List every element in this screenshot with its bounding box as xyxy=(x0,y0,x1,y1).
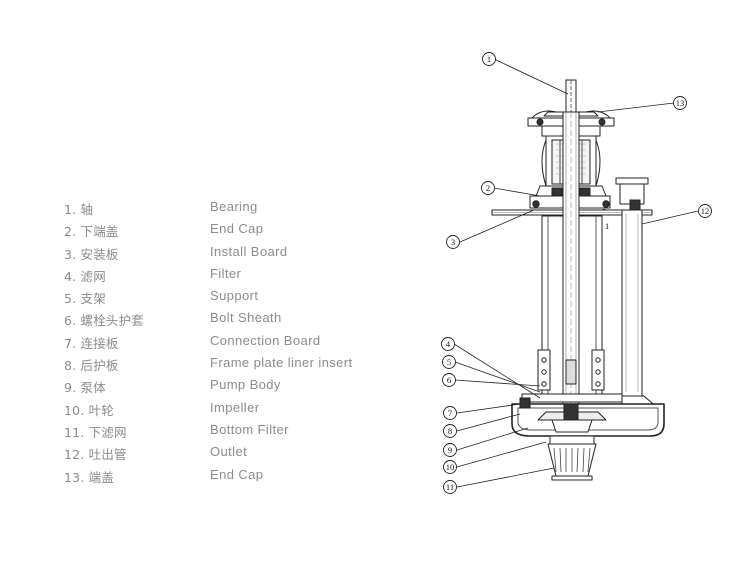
svg-text:3: 3 xyxy=(451,237,455,247)
callout-9: 9 xyxy=(443,443,457,457)
part-cn-label: 11. 下滤网 xyxy=(64,424,127,440)
callout-11: 11 xyxy=(443,480,457,494)
part-cn-label: 8. 后护板 xyxy=(64,358,119,374)
part-row-11: 11. 下滤网 Bottom Filter xyxy=(64,422,394,444)
callout-7: 7 xyxy=(443,406,457,420)
callout-3: 3 xyxy=(446,235,460,249)
part-cn-label: 5. 支架 xyxy=(64,291,106,307)
support xyxy=(521,349,623,403)
svg-text:12: 12 xyxy=(701,206,710,216)
shaft xyxy=(562,111,580,413)
part-en-label: End Cap xyxy=(210,221,264,237)
part-cn-label: 2. 下端盖 xyxy=(64,224,119,240)
part-row-1: 1. 轴 Bearing xyxy=(64,199,394,221)
part-cn-label: 10. 叶轮 xyxy=(64,402,115,418)
svg-text:4: 4 xyxy=(446,339,451,349)
svg-text:10: 10 xyxy=(446,462,455,472)
svg-text:5: 5 xyxy=(447,357,451,367)
part-row-8: 8. 后护板 Frame plate liner insert xyxy=(64,355,394,377)
part-cn-label: 4. 滤网 xyxy=(64,268,106,284)
callout-6: 6 xyxy=(442,373,456,387)
part-row-5: 5. 支架 Support xyxy=(64,288,394,310)
callout-5: 5 xyxy=(442,355,456,369)
part-en-label: Outlet xyxy=(210,444,248,460)
svg-text:7: 7 xyxy=(448,408,452,418)
part-cn-label: 7. 连接板 xyxy=(64,335,119,351)
callout-8: 8 xyxy=(443,424,457,438)
part-row-9: 9. 泵体 Pump Body xyxy=(64,377,394,399)
part-en-label: Impeller xyxy=(210,399,260,415)
part-cn-label: 12. 吐出管 xyxy=(64,447,127,463)
part-row-10: 10. 叶轮 Impeller xyxy=(64,400,394,422)
callout-13: 13 xyxy=(673,96,687,110)
callouts: 1 13 2 12 3 4 5 6 xyxy=(441,52,712,494)
callout-12: 12 xyxy=(698,204,712,218)
part-cn-label: 13. 端盖 xyxy=(64,469,115,485)
part-row-2: 2. 下端盖 End Cap xyxy=(64,221,394,243)
part-cn-label: 3. 安装板 xyxy=(64,246,119,262)
part-en-label: Bottom Filter xyxy=(210,421,289,437)
part-en-label: Frame plate liner insert xyxy=(210,355,353,371)
part-row-3: 3. 安装板 Install Board xyxy=(64,244,394,266)
part-row-7: 7. 连接板 Connection Board xyxy=(64,333,394,355)
callout-10: 10 xyxy=(443,460,457,474)
svg-text:1: 1 xyxy=(487,54,491,64)
part-cn-label: 6. 螺栓头护套 xyxy=(64,313,144,329)
part-row-6: 6. 螺栓头护套 Bolt Sheath xyxy=(64,310,394,332)
part-en-label: Support xyxy=(210,288,259,304)
part-en-label: Pump Body xyxy=(210,377,281,393)
drawing-inline-label: 1 xyxy=(605,221,609,231)
callout-2: 2 xyxy=(481,181,495,195)
callout-1: 1 xyxy=(482,52,496,66)
svg-text:13: 13 xyxy=(676,98,685,108)
part-en-label: Bolt Sheath xyxy=(210,310,282,326)
svg-text:8: 8 xyxy=(448,426,452,436)
part-row-13: 13. 端盖 End Cap xyxy=(64,467,394,489)
parts-list: 1. 轴 Bearing 2. 下端盖 End Cap 3. 安装板 Insta… xyxy=(64,199,394,489)
svg-text:9: 9 xyxy=(448,445,452,455)
part-cn-label: 9. 泵体 xyxy=(64,380,106,396)
svg-text:2: 2 xyxy=(486,183,490,193)
part-en-label: Filter xyxy=(210,265,242,281)
outlet-pipe xyxy=(615,177,661,419)
shaft-top xyxy=(565,79,577,113)
part-row-4: 4. 滤网 Filter xyxy=(64,266,394,288)
callout-4: 4 xyxy=(441,337,455,351)
impeller xyxy=(537,403,607,433)
part-en-label: End Cap xyxy=(210,466,264,482)
part-en-label: Bearing xyxy=(210,199,258,214)
part-cn-label: 1. 轴 xyxy=(64,202,94,217)
bottom-filter xyxy=(547,435,597,481)
leader-lines xyxy=(453,58,699,488)
svg-text:6: 6 xyxy=(447,375,451,385)
svg-text:11: 11 xyxy=(446,482,454,492)
part-en-label: Connection Board xyxy=(210,332,321,348)
part-row-12: 12. 吐出管 Outlet xyxy=(64,444,394,466)
part-en-label: Install Board xyxy=(210,243,288,259)
